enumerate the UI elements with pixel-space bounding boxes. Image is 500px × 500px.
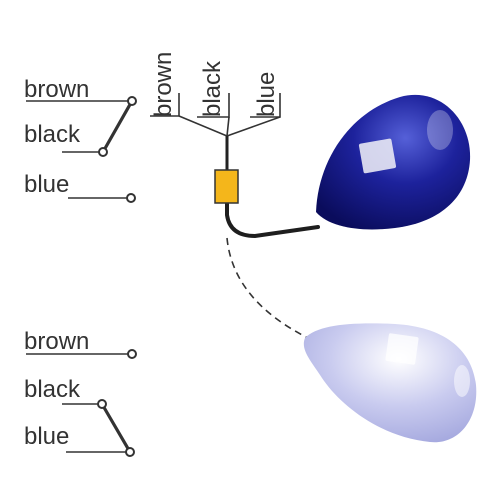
upper-terminal-brown (127, 96, 137, 106)
upper-terminal-blue (126, 193, 136, 203)
cable-to-float (225, 201, 320, 239)
lower-label-black: black (24, 376, 81, 403)
lower-switch: brown black blue (24, 328, 137, 457)
cable-label-blue: blue (253, 72, 280, 117)
lower-label-blue: blue (24, 423, 69, 450)
upper-switch-contact (101, 99, 134, 154)
float-inactive (303, 323, 477, 443)
cable-sleeve (214, 169, 239, 204)
float-inactive-body (303, 323, 477, 443)
cable-wire-labels: brown black blue (150, 52, 281, 137)
lower-terminal-blue (125, 447, 135, 457)
lower-switch-contact (100, 402, 132, 454)
float-active-highlight (427, 110, 453, 150)
lower-terminal-black (97, 399, 107, 409)
lower-label-brown: brown (24, 328, 89, 355)
lower-terminal-brown (127, 349, 137, 359)
upper-terminal-black (98, 147, 108, 157)
swing-path (226, 237, 309, 339)
cable-label-brown: brown (150, 52, 177, 117)
upper-label-brown: brown (24, 76, 89, 103)
fan-blue (226, 116, 281, 137)
cable-label-black: black (199, 60, 226, 117)
float-active (316, 94, 471, 230)
float-active-label-sticker (358, 138, 397, 174)
fan-black (226, 116, 230, 137)
float-inactive-label-sticker (385, 333, 419, 365)
fan-brown (178, 115, 228, 137)
upper-switch: brown black blue (24, 76, 137, 203)
upper-label-black: black (24, 121, 81, 148)
upper-label-blue: blue (24, 171, 69, 198)
float-inactive-highlight (454, 365, 470, 397)
